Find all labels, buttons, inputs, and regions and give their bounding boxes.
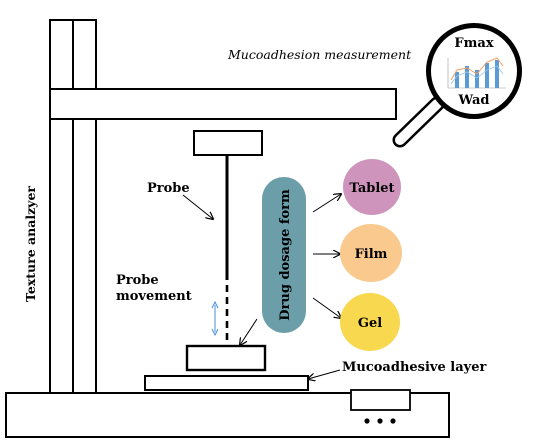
- sample-disk: [185, 344, 267, 372]
- gel-blob: Gel: [340, 293, 400, 351]
- film-label: Film: [355, 247, 388, 262]
- drug-dosage-form-box: Drug dosage form: [262, 177, 306, 333]
- arrow-to-tablet: [312, 194, 341, 213]
- wad-label: Wad: [458, 93, 490, 108]
- analyzer-column: [49, 19, 97, 394]
- layer-pointer-arrow: [308, 369, 341, 379]
- control-dot: [364, 418, 370, 424]
- probe-pointer-arrow: [182, 194, 213, 219]
- device-name-label: Texture analzyer: [23, 186, 38, 302]
- probe-holder: [193, 130, 263, 156]
- dosage-form-label: Drug dosage form: [278, 189, 293, 321]
- display-panel: [350, 389, 411, 424]
- tablet-blob: Tablet: [343, 159, 401, 215]
- measurement-title: Mucoadhesion measurement: [227, 47, 412, 62]
- probe-assembly: [193, 130, 263, 345]
- tablet-label: Tablet: [349, 181, 394, 196]
- probe-movement-label-line1: Probe: [116, 273, 159, 288]
- arrow-to-gel: [312, 297, 341, 318]
- magnifier-icon: Fmax Wad: [392, 23, 522, 148]
- control-dot: [390, 418, 396, 424]
- fmax-label: Fmax: [454, 36, 493, 51]
- mini-chart: [447, 57, 506, 89]
- gel-label: Gel: [358, 316, 382, 331]
- mucoadhesive-platform: [144, 375, 309, 391]
- control-dot: [377, 418, 383, 424]
- probe-label: Probe: [147, 181, 190, 196]
- film-blob: Film: [340, 224, 402, 282]
- probe-movement-label-line2: movement: [116, 289, 192, 304]
- mucoadhesive-layer-label: Mucoadhesive layer: [342, 360, 486, 375]
- analyzer-crossarm: [49, 88, 397, 120]
- sample-pointer-arrow: [240, 318, 258, 345]
- probe-movement-arrow: [211, 300, 219, 337]
